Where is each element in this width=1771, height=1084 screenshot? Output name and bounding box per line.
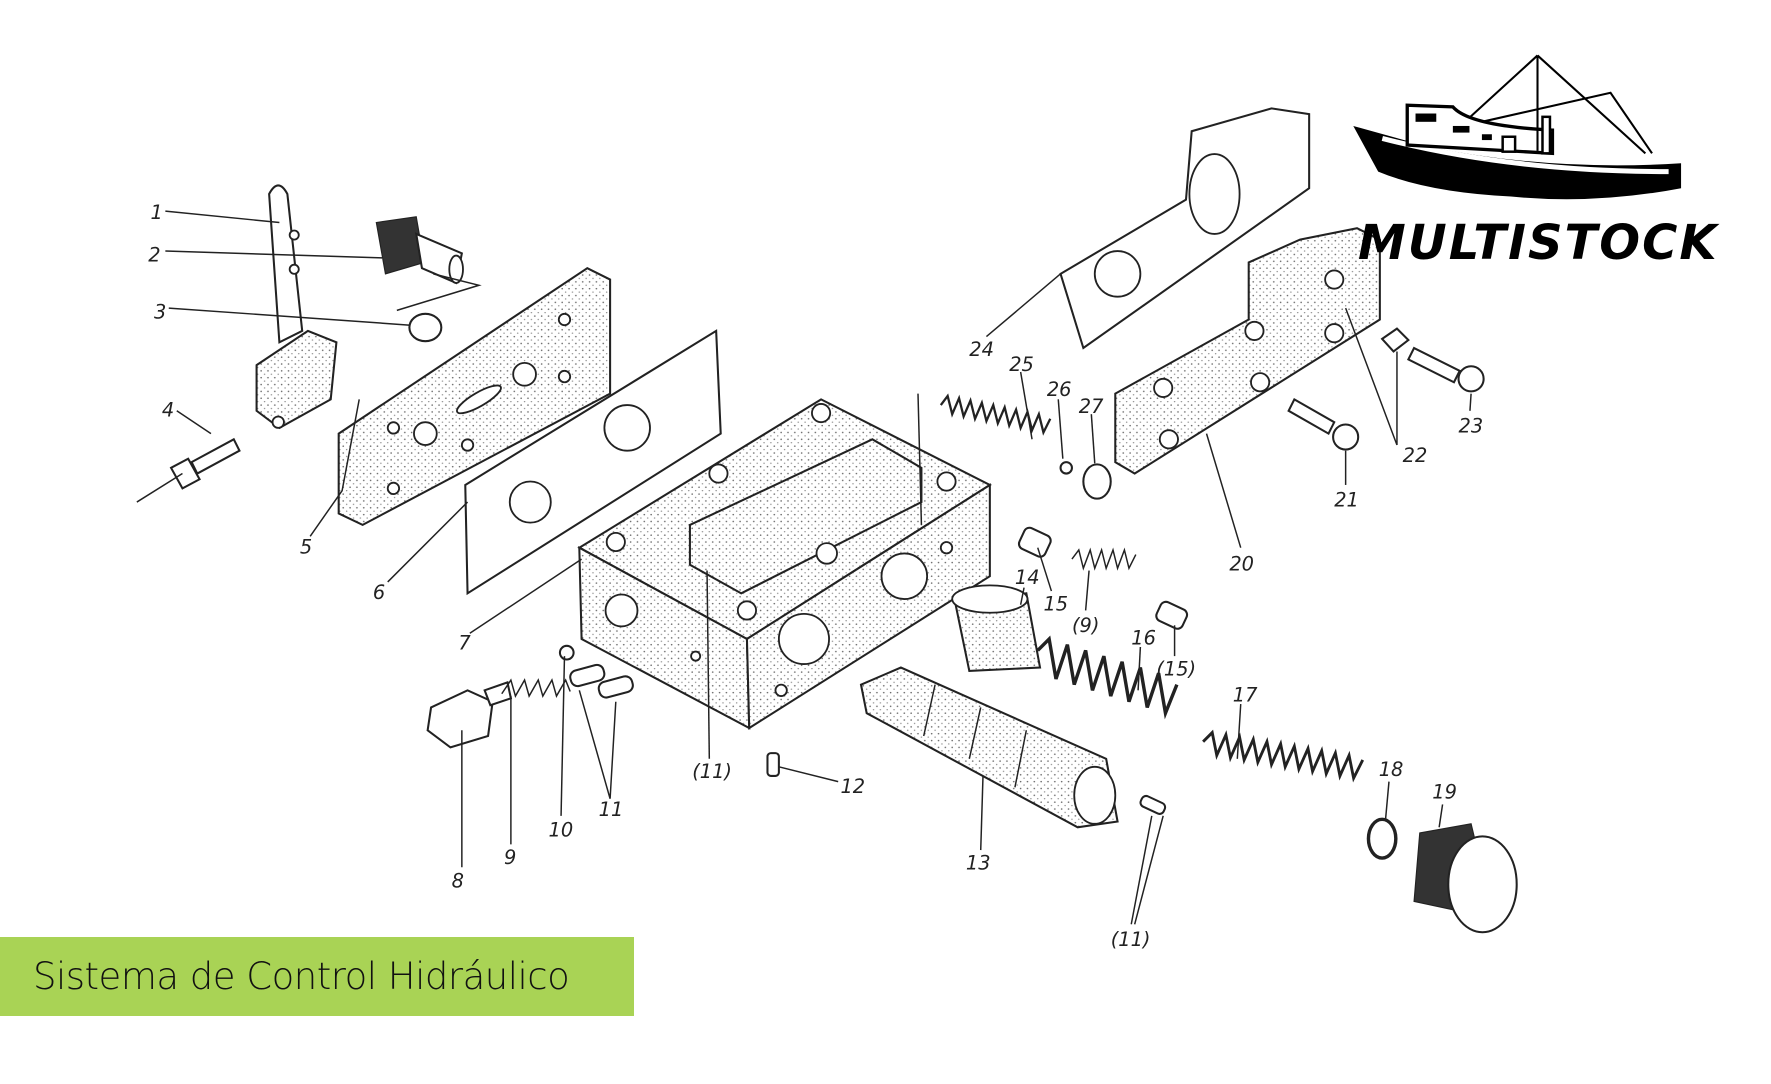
label-27: 27 [1079, 395, 1104, 418]
label-9-ref: (9) [1072, 614, 1099, 637]
ball-26-part [1059, 461, 1073, 475]
label-15-ref: (15) [1156, 657, 1196, 680]
bolt-part [169, 437, 241, 490]
fitting-part [375, 216, 464, 285]
pin-part [569, 663, 606, 688]
label-4: 4 [162, 398, 174, 421]
label-11-ref-b: (11) [1111, 928, 1151, 951]
cover-plate-holes [386, 312, 572, 495]
gasket-hole [508, 480, 552, 524]
pin-12-part [766, 752, 780, 777]
nut-22-part [1380, 327, 1410, 353]
label-16: 16 [1131, 627, 1156, 650]
label-18: 18 [1379, 758, 1404, 781]
washer-part [1366, 817, 1398, 860]
label-22: 22 [1403, 444, 1428, 467]
label-26: 26 [1047, 378, 1072, 401]
end-plate-part [1114, 227, 1381, 475]
spring-seat-part [1017, 526, 1052, 558]
label-3: 3 [154, 300, 166, 323]
label-23: 23 [1459, 414, 1484, 437]
spring-25 [939, 393, 1052, 436]
label-15: 15 [1043, 592, 1068, 615]
label-17: 17 [1233, 684, 1258, 707]
brand-name: MULTISTOCK [1358, 215, 1719, 271]
sleeve-part [951, 584, 1042, 673]
seat-27-part [1082, 463, 1112, 500]
label-25: 25 [1009, 353, 1034, 376]
label-21: 21 [1334, 489, 1359, 512]
label-2: 2 [148, 243, 160, 266]
part-number-labels: 1 2 3 4 5 6 7 8 9 10 11 (11) 12 13 (11) … [148, 201, 1483, 951]
gasket-hole [603, 404, 651, 452]
label-9: 9 [504, 846, 516, 869]
spring-9 [501, 678, 571, 698]
label-12: 12 [840, 775, 865, 798]
label-20: 20 [1229, 553, 1254, 576]
page-title: Sistema de Control Hidráulico [33, 955, 570, 998]
label-14: 14 [1015, 566, 1040, 589]
ball-part [558, 644, 575, 661]
bolt-21-part [1287, 397, 1336, 436]
pin-part [1139, 794, 1167, 815]
spring-seat-part [1155, 600, 1189, 630]
spring-9b [1071, 547, 1137, 571]
gasket-part [464, 329, 722, 596]
title-banner: Sistema de Control Hidráulico [0, 937, 634, 1016]
boat-logo-icon [1353, 54, 1682, 200]
spring-17 [1202, 729, 1365, 783]
label-11-ref-a: (11) [692, 760, 732, 783]
label-6: 6 [373, 581, 385, 604]
o-ring-part [408, 312, 443, 343]
plug-part [426, 680, 513, 749]
label-19: 19 [1432, 781, 1457, 804]
label-11: 11 [599, 798, 624, 821]
label-10: 10 [549, 818, 574, 841]
end-gasket-hole [1093, 250, 1142, 298]
bolt-23-head [1457, 365, 1485, 393]
label-1: 1 [151, 201, 163, 224]
valve-body-part [577, 398, 992, 730]
label-5: 5 [300, 535, 312, 558]
spool-part [859, 666, 1119, 829]
label-8: 8 [452, 870, 464, 893]
label-7: 7 [458, 631, 471, 654]
label-13: 13 [966, 851, 991, 874]
label-24: 24 [969, 338, 994, 361]
bolt-23-part [1406, 346, 1462, 384]
leader-lines [136, 210, 1472, 925]
end-plate-holes [1153, 269, 1345, 450]
cap-part [1413, 823, 1518, 934]
bolt-21-head [1332, 423, 1360, 451]
end-gasket-hole [1188, 153, 1241, 235]
lever-part [255, 184, 338, 430]
spring-16 [1036, 635, 1179, 720]
pin-part [597, 675, 634, 699]
